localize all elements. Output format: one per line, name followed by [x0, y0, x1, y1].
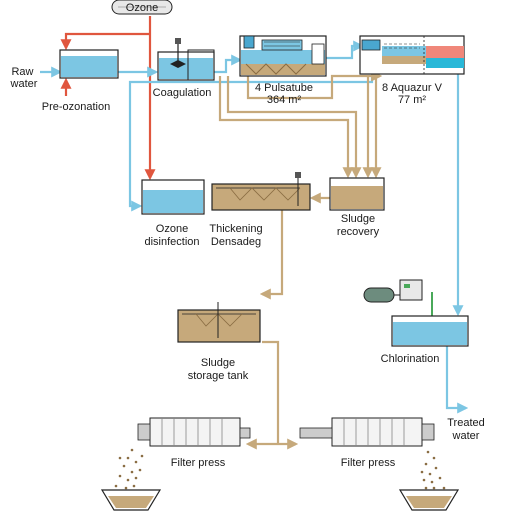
falling-cake-right — [420, 450, 446, 490]
sludge-skip-icon — [100, 489, 162, 511]
aquazur-filters — [359, 35, 465, 75]
coagulation-tank — [157, 38, 215, 81]
pulsatube-clarifier — [239, 35, 327, 77]
pulsatube-label-line1: 4 Pulsatube — [255, 82, 313, 94]
aquazur-label-line2: 77 m² — [398, 94, 426, 106]
ozone-disinfection-label-line2: disinfection — [144, 236, 199, 248]
to-pulsatube-line — [214, 54, 243, 74]
ozone-disinfection-tank — [141, 179, 205, 215]
filter-press-left-label: Filter press — [171, 457, 226, 469]
falling-cake-left — [114, 448, 144, 490]
labels: Ozone Raw water Pre-ozonation Coagulatio… — [10, 2, 485, 469]
aquazur-teal-zone — [426, 58, 464, 68]
treated-water-label-line2: water — [452, 430, 480, 442]
sludge-lines — [218, 70, 383, 450]
ozone-label: Ozone — [126, 2, 158, 14]
sludge-storage-label-line1: Sludge — [201, 357, 235, 369]
chlorinator — [363, 279, 469, 347]
densadeg-thickener — [211, 172, 311, 211]
sludge-recovery-label-line2: recovery — [337, 226, 380, 238]
treated-water-line — [445, 346, 469, 414]
thickener-to-storage — [259, 210, 284, 300]
chlorination-label: Chlorination — [381, 353, 440, 365]
pulsatube-sludge-line-a — [218, 76, 354, 179]
raw-water-label: Raw water — [10, 66, 38, 90]
sludge-skip-icon — [398, 489, 460, 511]
pulsatube-sludge-line-b — [226, 76, 362, 179]
coagulation-water — [159, 58, 213, 79]
mixer-icon — [170, 38, 186, 68]
coagulation-label: Coagulation — [153, 87, 212, 99]
aquazur-pink-zone — [426, 46, 464, 58]
thickening-label-line2: Densadeg — [211, 236, 261, 248]
ozone-generator — [111, 0, 173, 15]
sludge-recovery-label-line1: Sludge — [341, 213, 375, 225]
ozone-disinfection-label-line1: Ozone — [156, 223, 188, 235]
filter-press-icon — [299, 417, 435, 447]
storage-to-presses — [262, 340, 280, 444]
sludge-recovery-tank — [329, 177, 385, 211]
pulsatube-label-line2: 364 m² — [267, 94, 302, 106]
sludge-storage-tank — [177, 302, 261, 343]
to-aquazur-line — [324, 40, 365, 60]
ozone-preozonation-line — [60, 32, 150, 51]
pulsatube-to-aquazur-return — [246, 70, 383, 100]
aquazur-label-line1: 8 Aquazur V — [382, 82, 443, 94]
chlorination-water — [393, 322, 467, 345]
filter-press-left — [100, 417, 251, 511]
ozone-lines — [60, 16, 156, 181]
filter-press-right — [299, 417, 460, 511]
chlorinator-icon — [363, 279, 423, 303]
ozone-disinfection-water — [143, 190, 203, 213]
pre-ozonation-tank — [59, 49, 119, 79]
pre-ozonation-water — [61, 56, 117, 77]
sludge-storage-label-line2: storage tank — [188, 370, 249, 382]
thickening-label-line1: Thickening — [209, 223, 262, 235]
pre-ozonation-label: Pre-ozonation — [42, 101, 111, 113]
treated-water-label-line1: Treated — [447, 417, 485, 429]
filter-press-right-label: Filter press — [341, 457, 396, 469]
filter-press-icon — [137, 417, 251, 447]
